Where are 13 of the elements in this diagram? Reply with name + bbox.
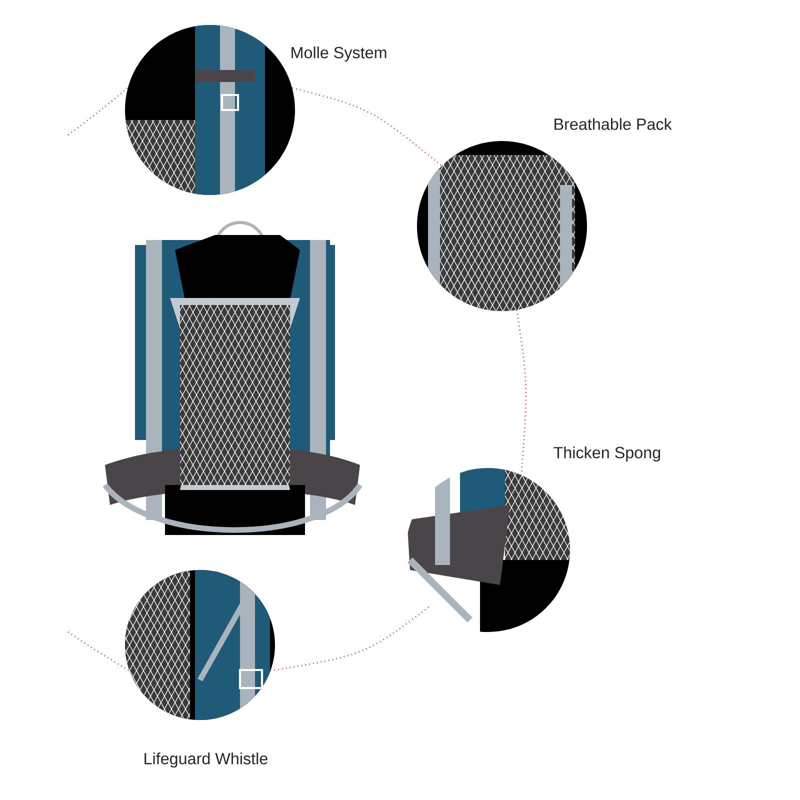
backpack-drawing [103, 221, 362, 535]
dotted-arc [68, 631, 130, 672]
feature-label: Breathable Pack [554, 118, 672, 130]
detail-circle-drawing [125, 570, 275, 720]
dotted-arc [270, 606, 430, 672]
detail-circle-drawing [407, 468, 570, 632]
dotted-arc [292, 87, 442, 166]
dotted-arc [68, 87, 128, 136]
dotted-arc [516, 310, 527, 475]
detail-circle-drawing [417, 141, 587, 311]
feature-label: Thicken Spong [554, 446, 660, 462]
feature-label: Lifeguard Whistle [144, 752, 268, 768]
feature-label: Molle System [292, 46, 386, 62]
